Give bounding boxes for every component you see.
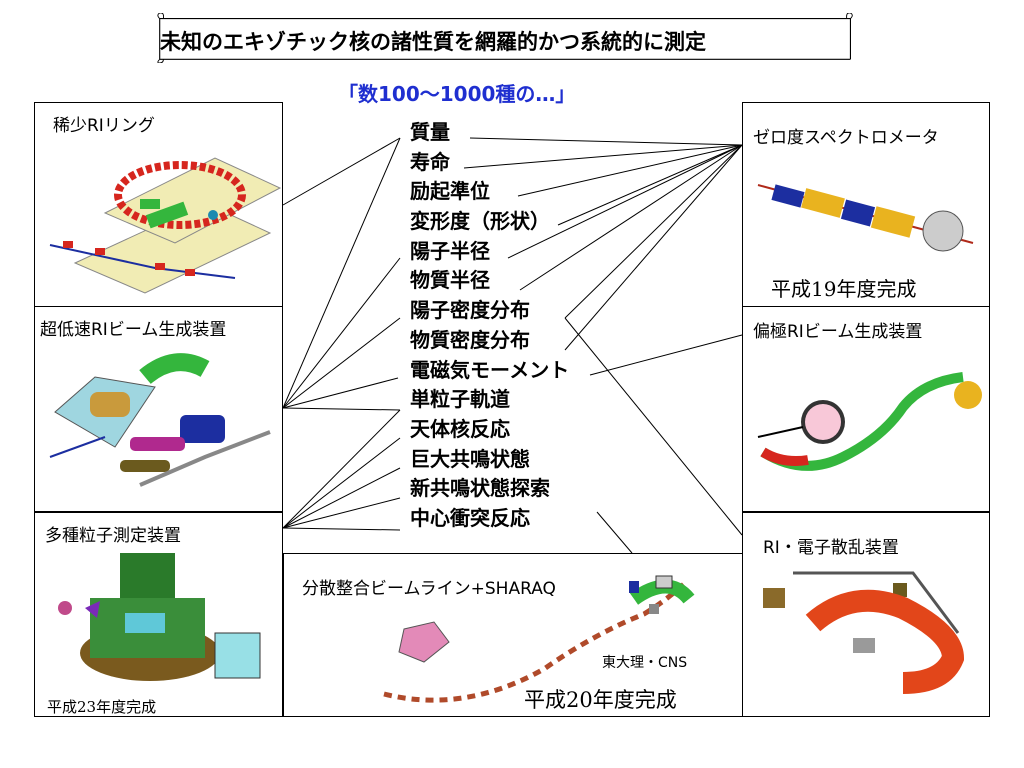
property-list: 質量 寿命 励起準位 変形度（形状） 陽子半径 物質半径 陽子密度分布 物質密度… — [410, 118, 569, 534]
multi-particle-illustration — [58, 553, 261, 681]
org-label: 東大理・CNS — [602, 655, 688, 671]
panel-label: 多種粒子測定装置 — [45, 526, 181, 546]
completion-label: 平成20年度完成 — [524, 688, 677, 712]
property-item: 電磁気モーメント — [410, 357, 570, 382]
polarized-ri-illustration — [757, 372, 982, 471]
property-item: 変形度（形状） — [410, 209, 550, 234]
property-item: 巨大共鳴状態 — [410, 446, 530, 471]
property-item: 励起準位 — [410, 179, 490, 204]
completion-label: 平成19年度完成 — [771, 277, 917, 301]
property-item: 陽子密度分布 — [410, 298, 530, 323]
property-item: 寿命 — [410, 149, 450, 174]
panel-multi-particle: 多種粒子測定装置 平成23年度完成 — [34, 512, 283, 717]
slow-beam-illustration — [49, 353, 271, 487]
sharaq-illustration — [383, 575, 695, 703]
zero-degree-illustration — [757, 184, 974, 252]
property-item: 陽子半径 — [410, 238, 490, 263]
completion-label: 平成23年度完成 — [47, 698, 157, 716]
property-item: 天体核反応 — [410, 416, 510, 441]
panel-polarized-ri: 偏極RIビーム生成装置 — [742, 306, 990, 512]
panel-label: 偏極RIビーム生成装置 — [753, 322, 923, 342]
property-item: 物質密度分布 — [410, 327, 530, 352]
panel-rare-ri-ring: 稀少RIリング — [34, 102, 283, 307]
panel-label: 分散整合ビームライン+SHARAQ — [302, 579, 556, 599]
subtitle: 「数100～1000種の…」 — [338, 82, 576, 106]
ri-ring-illustration — [49, 157, 282, 294]
panel-zero-degree: ゼロ度スペクトロメータ 平成19年度完成 — [742, 102, 990, 307]
title-banner — [157, 13, 853, 63]
property-item: 質量 — [410, 120, 450, 144]
panel-slow-ri-beam: 超低速RIビーム生成装置 — [34, 306, 283, 512]
panel-sharaq: 分散整合ビームライン+SHARAQ 東大理・CNS 平成20年度完成 — [283, 553, 743, 717]
property-item: 中心衝突反応 — [410, 505, 530, 530]
property-item: 新共鳴状態探索 — [410, 476, 550, 501]
panel-label: 超低速RIビーム生成装置 — [40, 320, 227, 340]
panel-ri-electron: RI・電子散乱装置 — [742, 512, 990, 717]
property-item: 物質半径 — [410, 268, 490, 293]
panel-label: 稀少RIリング — [53, 116, 155, 136]
ri-electron-illustration — [763, 571, 965, 694]
banner-title: 未知のエキゾチック核の諸性質を網羅的かつ系統的に測定 — [160, 30, 706, 54]
panel-label: ゼロ度スペクトロメータ — [753, 128, 939, 148]
panel-label: RI・電子散乱装置 — [763, 538, 899, 558]
property-item: 単粒子軌道 — [410, 387, 510, 412]
